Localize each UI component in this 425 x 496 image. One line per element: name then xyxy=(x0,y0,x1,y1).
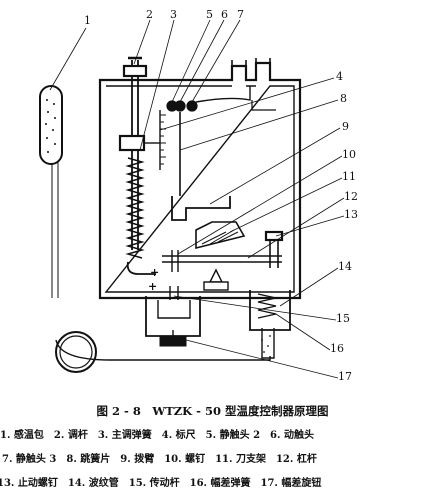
legend-line-1: 1. 感温包 2. 调杆 3. 主调弹簧 4. 标尺 5. 静触头 2 6. 动… xyxy=(0,430,314,441)
leader-5 xyxy=(171,19,211,103)
legend-line-3: 13. 止动螺钉 14. 波纹管 15. 传动杆 16. 幅差弹簧 17. 幅差… xyxy=(0,478,322,489)
callout-13: 13 xyxy=(344,208,358,221)
leader-1 xyxy=(49,27,87,91)
lead-wire-b xyxy=(251,100,276,111)
leader-16 xyxy=(275,313,331,351)
callout-9: 9 xyxy=(342,120,349,133)
spring-hook xyxy=(126,261,156,275)
leader-9 xyxy=(209,127,341,205)
bellows-folds xyxy=(157,300,191,319)
callout-5: 5 xyxy=(206,8,213,21)
stop-screw xyxy=(269,236,279,268)
leader-8 xyxy=(179,99,339,151)
fulcrum-base xyxy=(203,281,229,291)
figure-caption: 图 2 - 8 WTZK - 50 型温度控制器原理图 xyxy=(96,404,329,418)
callout-17: 17 xyxy=(338,370,352,383)
capillary-coil-outer xyxy=(55,331,97,373)
callout-12: 12 xyxy=(344,190,358,203)
leader-6 xyxy=(179,19,225,103)
leader-4 xyxy=(159,77,335,131)
fulcrum xyxy=(208,268,224,283)
plus-sign-2: + xyxy=(148,280,157,293)
lead-wire-a xyxy=(195,86,251,103)
bellows-right xyxy=(261,328,275,359)
callout-10: 10 xyxy=(342,148,356,161)
leader-15 xyxy=(173,295,337,321)
rod-cap xyxy=(122,64,148,78)
lever xyxy=(162,255,282,263)
legend-line-2: 7. 静触头 3 8. 跳簧片 9. 拨臂 10. 螺钉 11. 刀支架 12.… xyxy=(2,454,317,465)
callout-2: 2 xyxy=(146,8,153,21)
bellows-fill xyxy=(261,335,271,353)
callout-6: 6 xyxy=(221,8,228,21)
leader-10 xyxy=(177,155,343,255)
plus-sign-1: + xyxy=(150,266,159,279)
callout-3: 3 xyxy=(170,8,177,21)
bracket-hatch xyxy=(201,229,239,245)
callout-14: 14 xyxy=(338,260,352,273)
housing-inner-top xyxy=(104,85,295,293)
leader-12 xyxy=(247,197,345,259)
leader-3 xyxy=(139,19,175,151)
contact-moving xyxy=(174,100,186,112)
diff-housing xyxy=(249,290,291,331)
contact-3 xyxy=(186,100,198,112)
leader-2 xyxy=(133,19,151,65)
terminal-pipe-right xyxy=(255,58,271,63)
callout-11: 11 xyxy=(342,170,356,183)
sensing-bulb xyxy=(39,85,63,165)
screw-10 xyxy=(171,250,179,272)
leader-11 xyxy=(229,177,343,233)
stop-screw-head xyxy=(264,230,284,242)
callout-4: 4 xyxy=(336,70,343,83)
adjusting-rod xyxy=(131,60,139,250)
scale-ticks xyxy=(160,114,166,165)
leader-14 xyxy=(279,267,339,307)
callout-8: 8 xyxy=(340,92,347,105)
main-spring xyxy=(125,157,145,259)
drive-rod xyxy=(169,286,179,300)
terminal-pipe-left xyxy=(231,60,247,66)
leader-13 xyxy=(275,215,345,237)
callout-7: 7 xyxy=(237,8,244,21)
callout-1: 1 xyxy=(84,14,91,27)
differential-knob xyxy=(159,335,187,347)
callout-15: 15 xyxy=(336,312,350,325)
toggle-arm xyxy=(171,196,231,221)
schematic-diagram: + + 1 2 3 5 6 7 4 8 9 10 11 12 13 14 15 … xyxy=(39,8,358,383)
bulb-fill xyxy=(45,99,56,153)
capillary-coil-inner xyxy=(59,335,93,369)
leader-17 xyxy=(185,339,339,379)
leader-7 xyxy=(191,19,241,103)
callout-16: 16 xyxy=(330,342,344,355)
